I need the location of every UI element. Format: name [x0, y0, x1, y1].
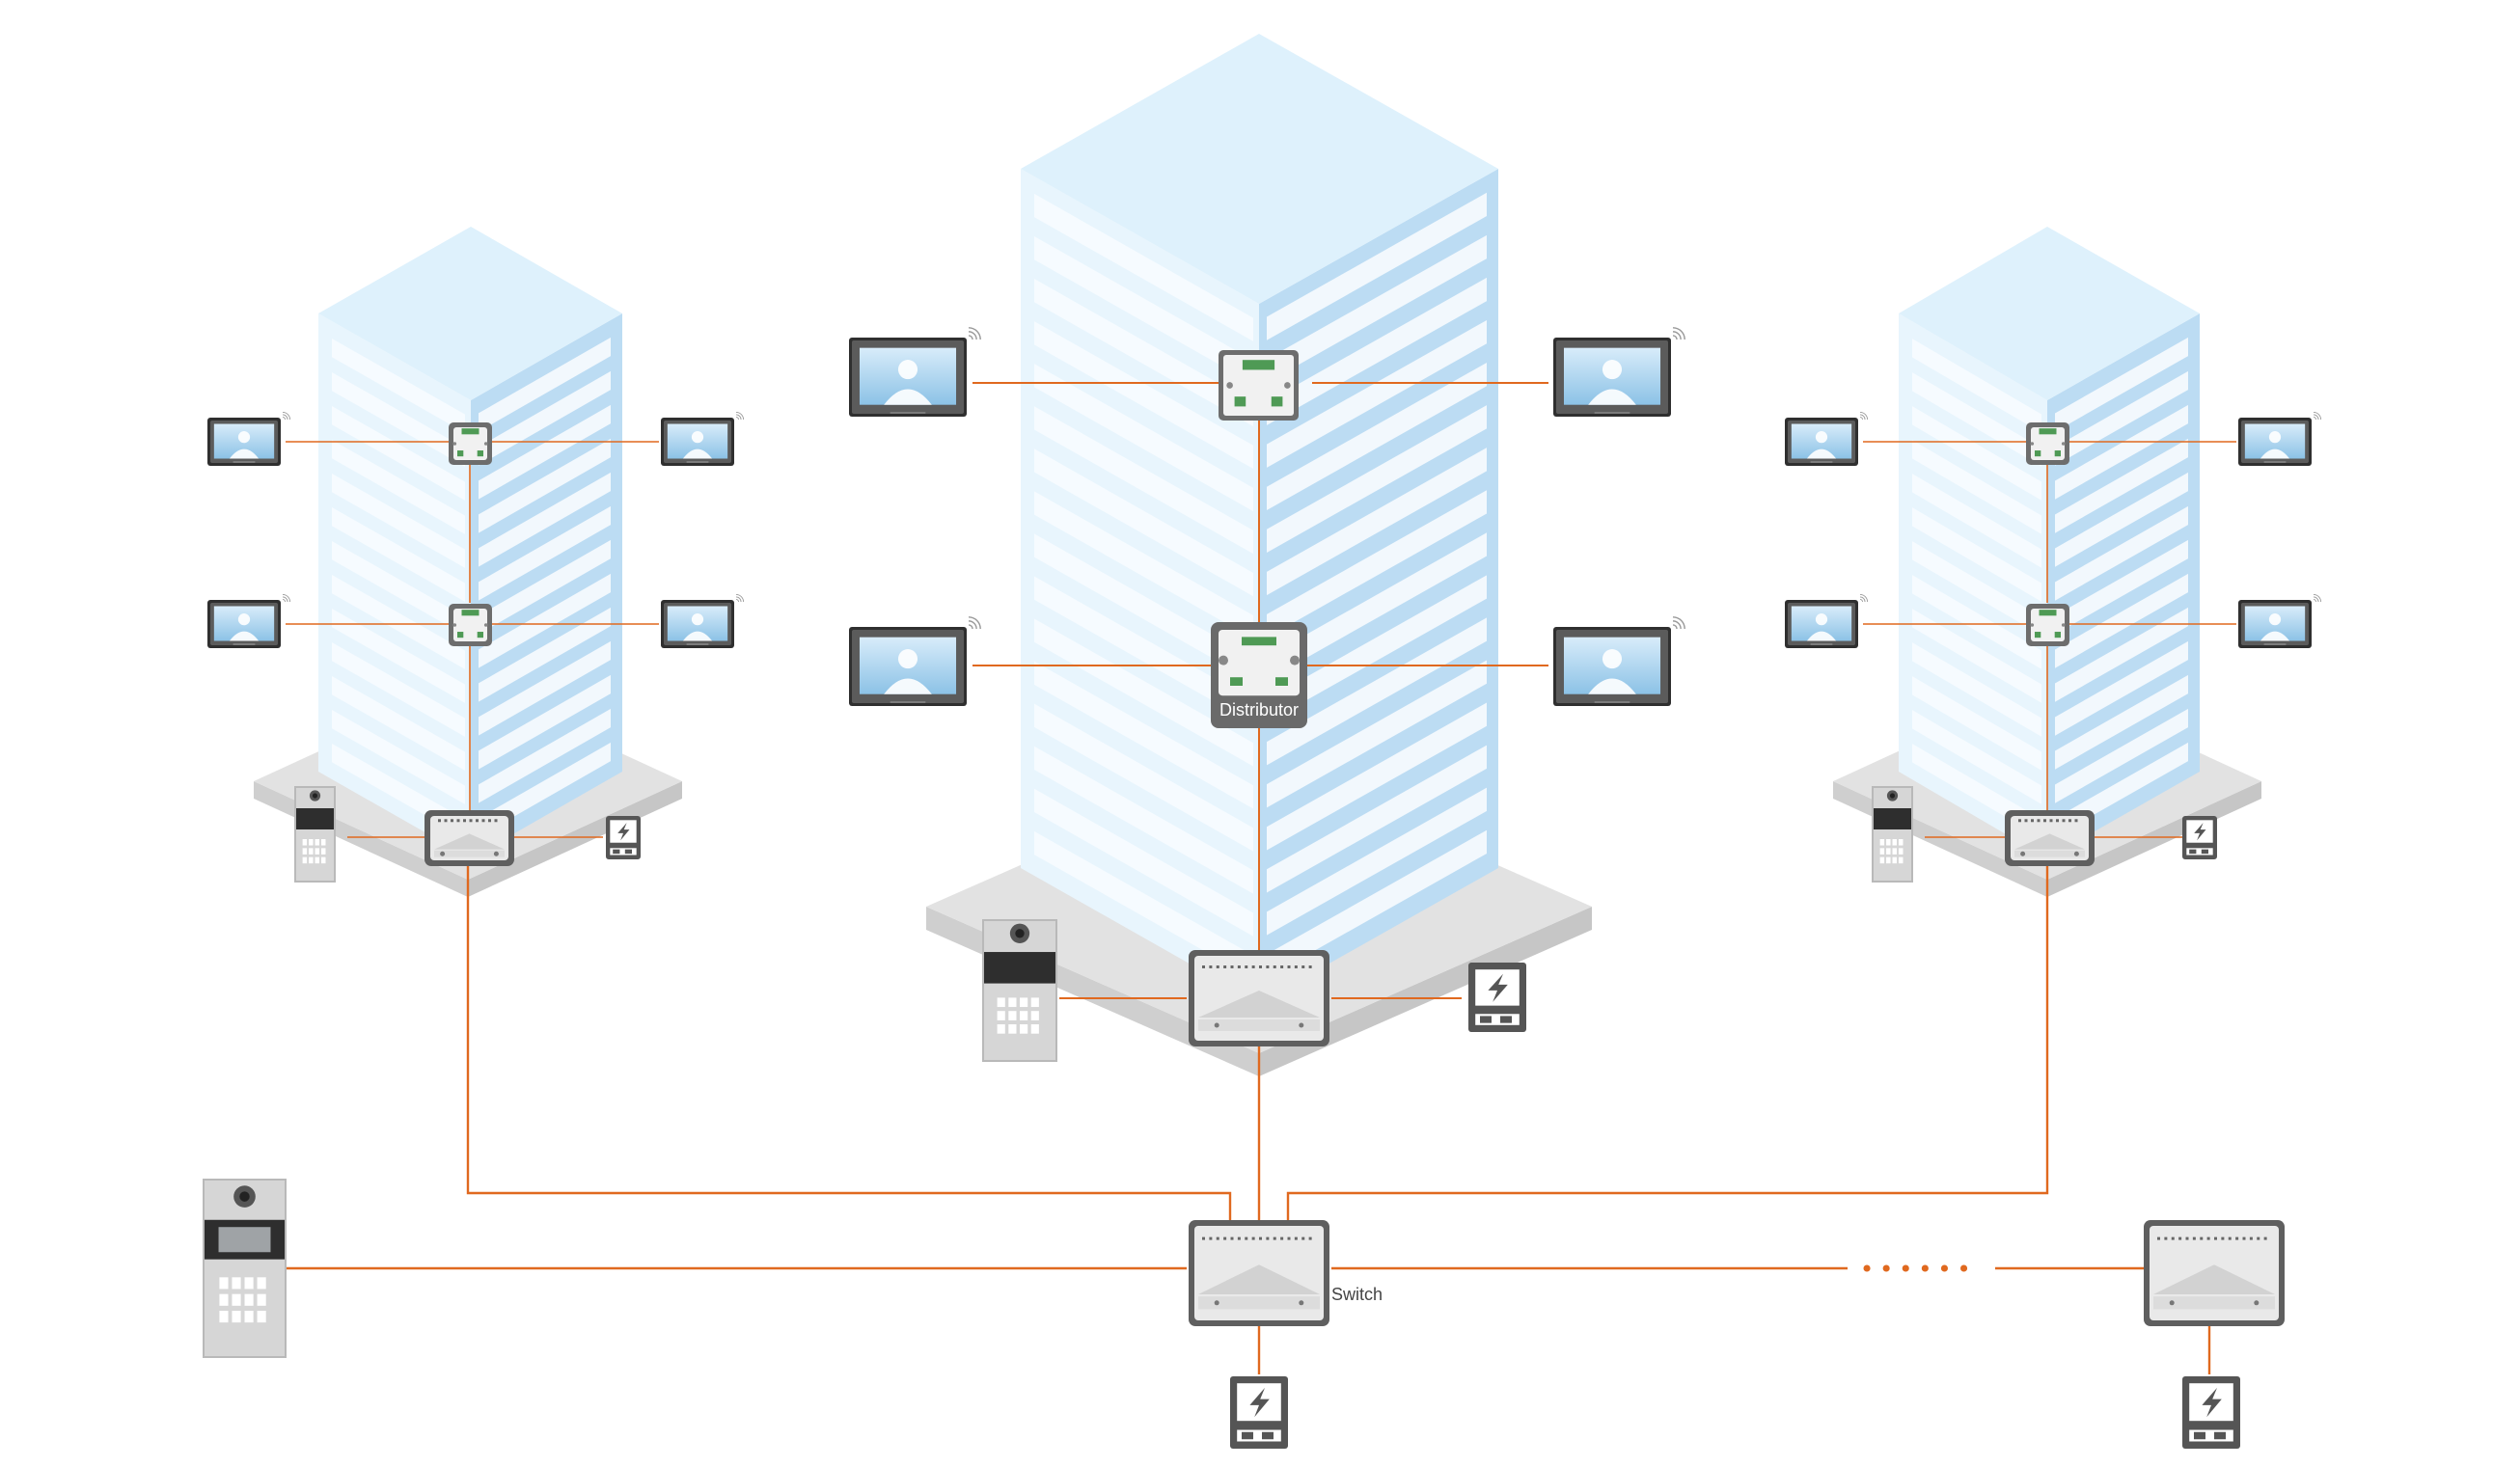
switch-icon	[1189, 950, 1329, 1046]
indoor-monitor-icon	[1553, 616, 1685, 706]
buildings	[318, 34, 2200, 1003]
wifi-icon	[1672, 327, 1685, 340]
distributor-icon	[1211, 622, 1307, 728]
building	[1899, 227, 2200, 858]
wifi-icon	[2313, 593, 2322, 603]
switch-icon	[425, 810, 514, 866]
power-supply-icon	[2182, 816, 2217, 859]
power-supply-icon	[1230, 1376, 1288, 1449]
labels: Distributor Switch	[1219, 700, 1383, 1304]
power-supply-icon	[2182, 1376, 2240, 1449]
cable	[466, 863, 1232, 1220]
switch-icon	[1189, 1220, 1329, 1326]
indoor-monitor-icon	[2238, 411, 2322, 466]
switch-icon	[2005, 810, 2095, 866]
indoor-monitor-icon	[2238, 593, 2322, 648]
building	[1021, 34, 1498, 1003]
indoor-monitor-icon	[1553, 327, 1685, 417]
wifi-icon	[1859, 411, 1869, 421]
distributor-icon	[2026, 422, 2069, 465]
wifi-icon	[968, 616, 981, 630]
wifi-icon	[282, 593, 291, 603]
indoor-monitor-icon	[661, 411, 745, 466]
power-supply-icon	[606, 816, 641, 859]
indoor-monitor-icon	[207, 593, 291, 648]
distributor-icon	[449, 604, 492, 646]
door-station-icon	[982, 919, 1057, 1062]
distributor-label: Distributor	[1219, 700, 1299, 720]
indoor-monitor-icon	[661, 593, 745, 648]
distributor-icon	[2026, 604, 2069, 646]
distributor-icon	[449, 422, 492, 465]
wifi-icon	[2313, 411, 2322, 421]
wiring	[285, 382, 2236, 1374]
indoor-monitor-icon	[849, 616, 981, 706]
indoor-monitor-icon	[207, 411, 291, 466]
indoor-monitor-icon	[1785, 411, 1869, 466]
indoor-monitor-icon	[849, 327, 981, 417]
devices	[203, 327, 2322, 1449]
wifi-icon	[1672, 616, 1685, 630]
wifi-icon	[1859, 593, 1869, 603]
door-station-icon	[294, 786, 336, 883]
door-station-icon	[203, 1179, 287, 1358]
building	[318, 227, 622, 858]
power-supply-icon	[1468, 963, 1526, 1032]
distributor-icon	[1219, 350, 1299, 421]
switch-icon	[2144, 1220, 2285, 1326]
door-station-icon	[1872, 786, 1913, 883]
wifi-icon	[282, 411, 291, 421]
wifi-icon	[735, 593, 745, 603]
wifi-icon	[735, 411, 745, 421]
switch-label: Switch	[1331, 1285, 1383, 1304]
wifi-icon	[968, 327, 981, 340]
cable	[1286, 863, 2049, 1220]
indoor-monitor-icon	[1785, 593, 1869, 648]
